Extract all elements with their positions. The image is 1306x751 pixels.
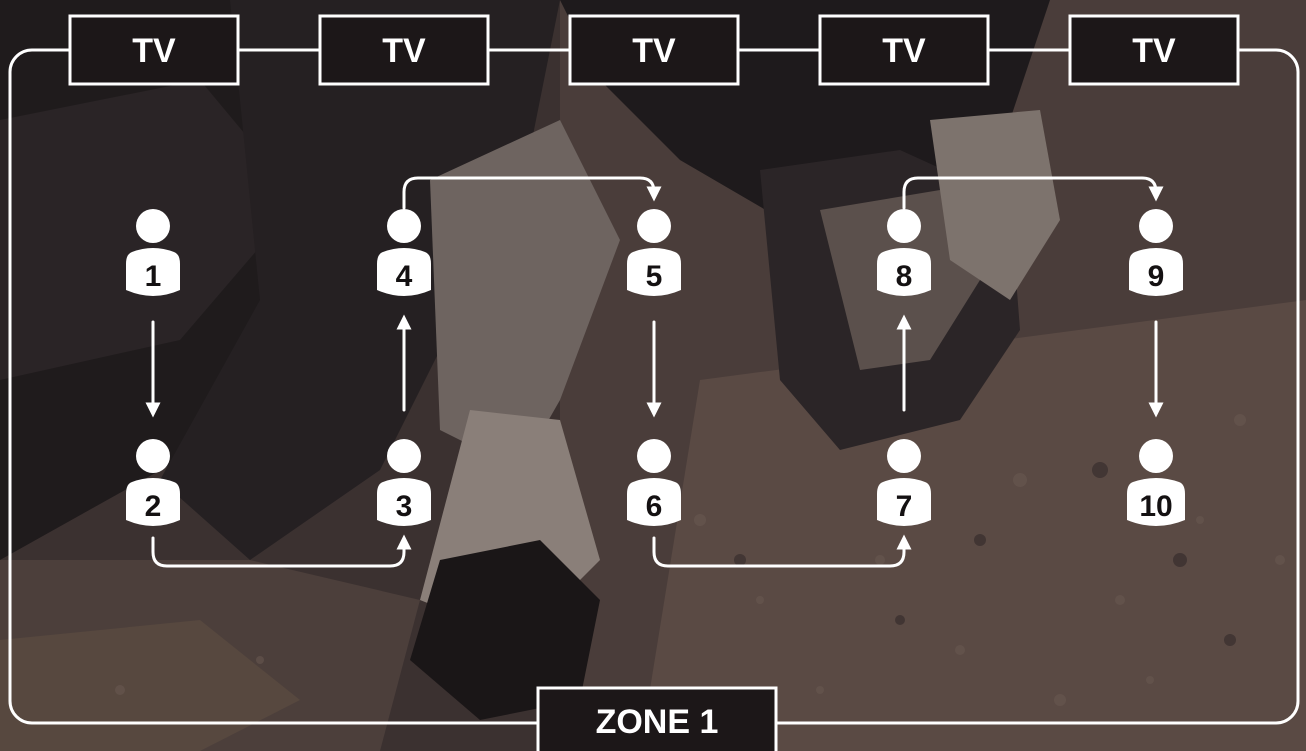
- person-icon: [627, 439, 681, 526]
- flow-arrow-6-to-7: [652, 534, 912, 568]
- station-3: 3: [377, 439, 431, 526]
- zone-label-box: ZONE 1: [536, 686, 778, 751]
- person-icon: [877, 209, 931, 296]
- flow-connectors: [145, 176, 1164, 568]
- tv-label: TV: [882, 32, 926, 70]
- station-7: 7: [877, 439, 931, 526]
- person-icon: [377, 209, 431, 296]
- station-number: 1: [145, 260, 162, 293]
- station-number: 7: [896, 490, 913, 523]
- station-8: 8: [877, 209, 931, 296]
- tv-label: TV: [382, 32, 426, 70]
- station-number: 9: [1148, 260, 1165, 293]
- station-number: 8: [896, 260, 913, 293]
- station-10: 10: [1127, 439, 1185, 526]
- station-5: 5: [627, 209, 681, 296]
- tv-box-2: TV: [318, 14, 490, 86]
- tv-label: TV: [632, 32, 676, 70]
- person-icon: [1129, 209, 1183, 296]
- station-4: 4: [377, 209, 431, 296]
- flow-arrow-4-to-5: [402, 176, 662, 210]
- person-icon: [126, 439, 180, 526]
- station-number: 3: [396, 490, 413, 523]
- tv-row: TV TV TV TV TV: [68, 14, 1240, 86]
- tv-box-3: TV: [568, 14, 740, 86]
- flow-arrow-8-to-9: [902, 176, 1164, 210]
- tv-label: TV: [132, 32, 176, 70]
- station-1: 1: [126, 209, 180, 296]
- person-icon: [126, 209, 180, 296]
- zone-label: ZONE 1: [596, 703, 719, 741]
- station-number: 5: [646, 260, 663, 293]
- tv-box-1: TV: [68, 14, 240, 86]
- stations: 1 2 3 4 5 6 7 8 9 10: [126, 209, 1185, 526]
- flow-arrow-2-to-3: [151, 534, 412, 568]
- station-9: 9: [1129, 209, 1183, 296]
- person-icon: [877, 439, 931, 526]
- tv-box-5: TV: [1068, 14, 1240, 86]
- person-icon: [1127, 439, 1185, 526]
- tv-box-4: TV: [818, 14, 990, 86]
- station-number: 6: [646, 490, 663, 523]
- station-number: 2: [145, 490, 162, 523]
- station-2: 2: [126, 439, 180, 526]
- station-6: 6: [627, 439, 681, 526]
- person-icon: [627, 209, 681, 296]
- person-icon: [377, 439, 431, 526]
- station-number: 10: [1139, 490, 1172, 523]
- station-number: 4: [396, 260, 413, 293]
- tv-label: TV: [1132, 32, 1176, 70]
